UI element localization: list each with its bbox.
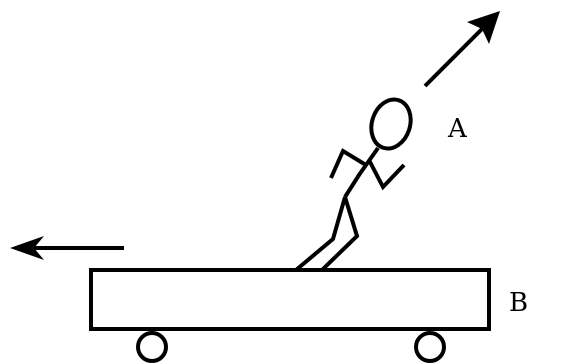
figure-head: [365, 94, 417, 153]
cart: [91, 270, 489, 361]
arrow-left-icon: [10, 236, 124, 260]
label-b: B: [509, 288, 528, 318]
label-a: A: [447, 114, 468, 144]
cart-wheel-right: [416, 333, 444, 361]
arrow-up-right-icon: [425, 11, 500, 86]
stick-figure-icon: [296, 94, 417, 270]
cart-wheel-left: [138, 333, 166, 361]
figure-leg-1: [296, 197, 345, 270]
cart-body: [91, 270, 489, 329]
figure-arm-front: [369, 160, 404, 187]
figure-leg-2: [322, 197, 357, 270]
